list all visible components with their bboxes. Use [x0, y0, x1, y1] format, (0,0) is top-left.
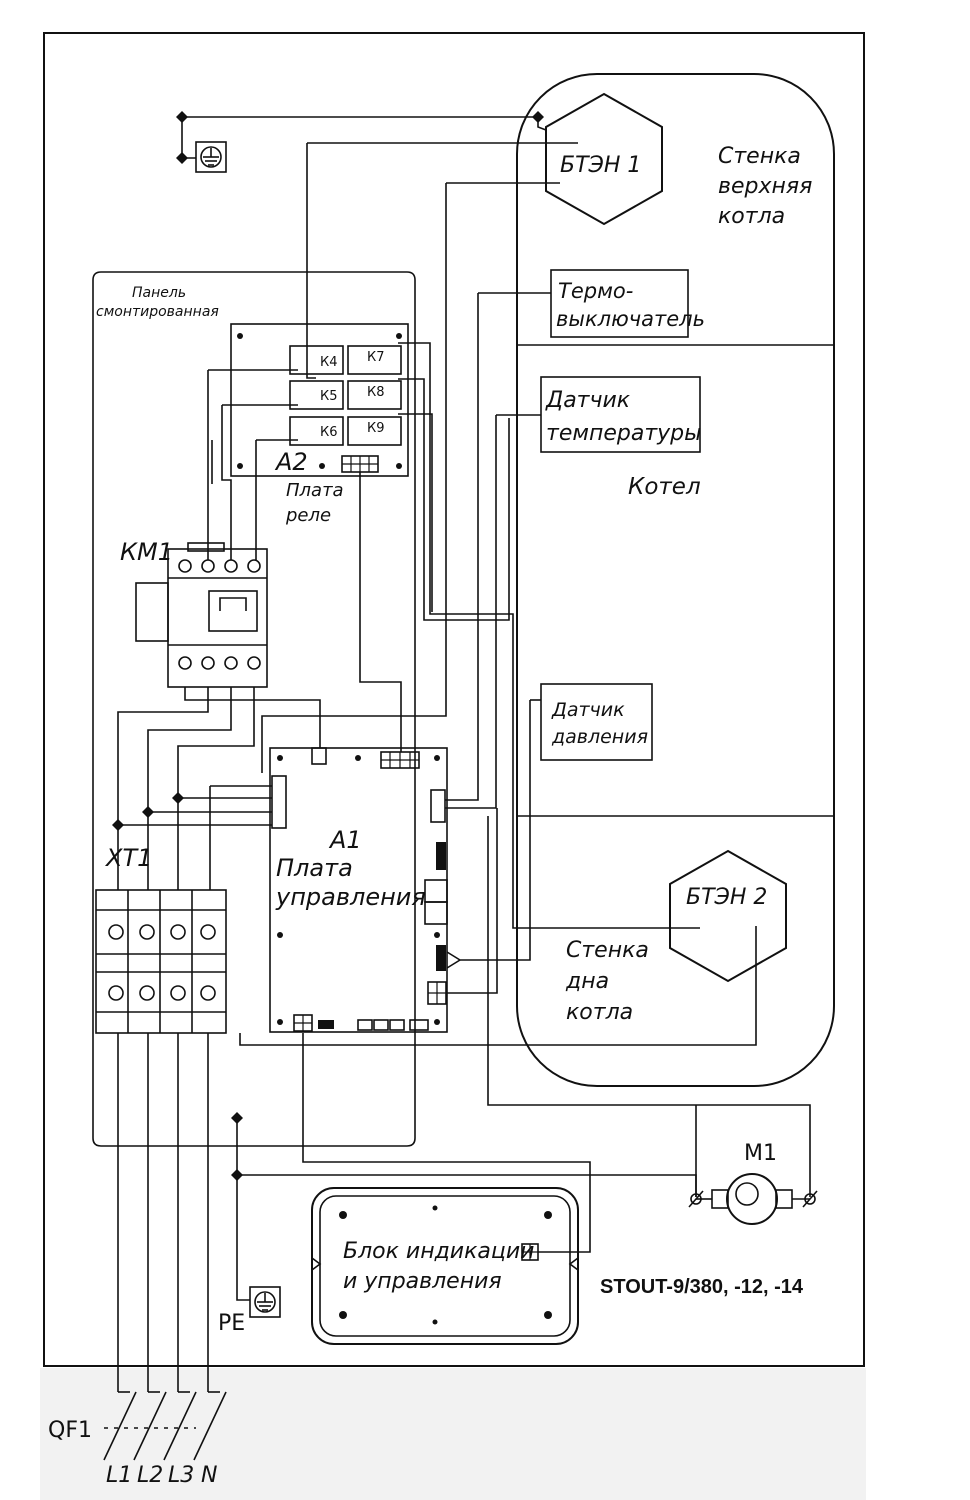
motor-m1	[688, 1173, 818, 1225]
boiler-body	[516, 73, 835, 1087]
boiler-label: Котел	[628, 474, 701, 500]
pressure-sensor-label-1: Датчик	[551, 699, 625, 721]
model-title: STOUT-9/380, -12, -14	[600, 1276, 804, 1298]
wall-bottom-label-3: котла	[566, 1000, 633, 1025]
control-board-label-1: Плата	[276, 854, 353, 882]
relay-k6: К6	[320, 425, 338, 440]
phase-l1-label: L1	[106, 1463, 132, 1488]
relay-board-label-2: реле	[285, 505, 331, 526]
thermo-label-1: Термо-	[558, 279, 633, 303]
junctions	[112, 111, 544, 1181]
contactor-km1	[135, 542, 268, 688]
control-board-left-connector	[271, 775, 287, 829]
breaker-qf1	[103, 1391, 227, 1461]
wiring	[117, 116, 811, 1392]
relay-k9: К9	[367, 421, 385, 436]
neutral-label: N	[201, 1463, 217, 1488]
pe-label: PE	[218, 1311, 245, 1336]
earth-icon-pe	[249, 1286, 281, 1318]
relay-board-a2: К4 К7 К5 К8 К6 К9	[230, 323, 409, 477]
relay-k5: К5	[320, 389, 338, 404]
pressure-sensor-box: Датчик давления	[540, 683, 653, 761]
relay-board-code: А2	[274, 448, 308, 476]
bottom-band	[40, 1368, 866, 1500]
display-unit-label-2: и управления	[343, 1269, 502, 1294]
panel-label-1: Панель	[132, 285, 186, 301]
display-unit	[311, 1187, 579, 1345]
pressure-sensor-label-2: давления	[551, 726, 648, 748]
wall-top-label-2: верхняя	[718, 174, 812, 199]
control-board-label-2: управления	[275, 883, 426, 911]
heater-bten2: БТЭН 2	[669, 849, 787, 983]
wall-bottom-label-2: дна	[565, 969, 609, 994]
relay-k8: К8	[367, 385, 385, 400]
terminal-block-label: XT1	[104, 844, 152, 872]
heater-bten1: БТЭН 1	[545, 92, 663, 226]
display-unit-label-1: Блок индикации	[343, 1239, 534, 1264]
thermo-switch-box: Термо- выключатель	[550, 269, 705, 338]
phase-l2-label: L2	[137, 1463, 163, 1488]
temp-sensor-label-2: температуры	[546, 421, 701, 446]
relay-k7: К7	[367, 350, 385, 365]
earth-icon-top	[195, 141, 227, 173]
bten1-label: БТЭН 1	[560, 153, 641, 178]
bten2-label: БТЭН 2	[686, 885, 767, 910]
relay-k4: К4	[320, 355, 338, 370]
relay-board-label-1: Плата	[286, 480, 344, 501]
temperature-sensor-box: Датчик температуры	[540, 376, 701, 453]
contactor-label: КМ1	[120, 538, 173, 566]
control-board-a1	[269, 747, 448, 1033]
mounted-panel: Панель смонтированная	[92, 271, 416, 1147]
panel-label-2: смонтированная	[96, 304, 219, 320]
control-board-code: А1	[328, 826, 362, 854]
temp-sensor-label-1: Датчик	[545, 388, 631, 413]
wall-top-label-1: Стенка	[718, 144, 801, 169]
terminal-block-xt1	[95, 889, 227, 1034]
wall-bottom-label-1: Стенка	[566, 938, 649, 963]
control-board-right-connector	[430, 789, 446, 823]
breaker-label: QF1	[48, 1418, 92, 1443]
wall-top-label-3: котла	[718, 204, 785, 229]
outer-frame	[43, 32, 865, 1367]
phase-l3-label: L3	[168, 1463, 194, 1488]
motor-label: М1	[744, 1141, 777, 1166]
thermo-label-2: выключатель	[556, 307, 705, 331]
